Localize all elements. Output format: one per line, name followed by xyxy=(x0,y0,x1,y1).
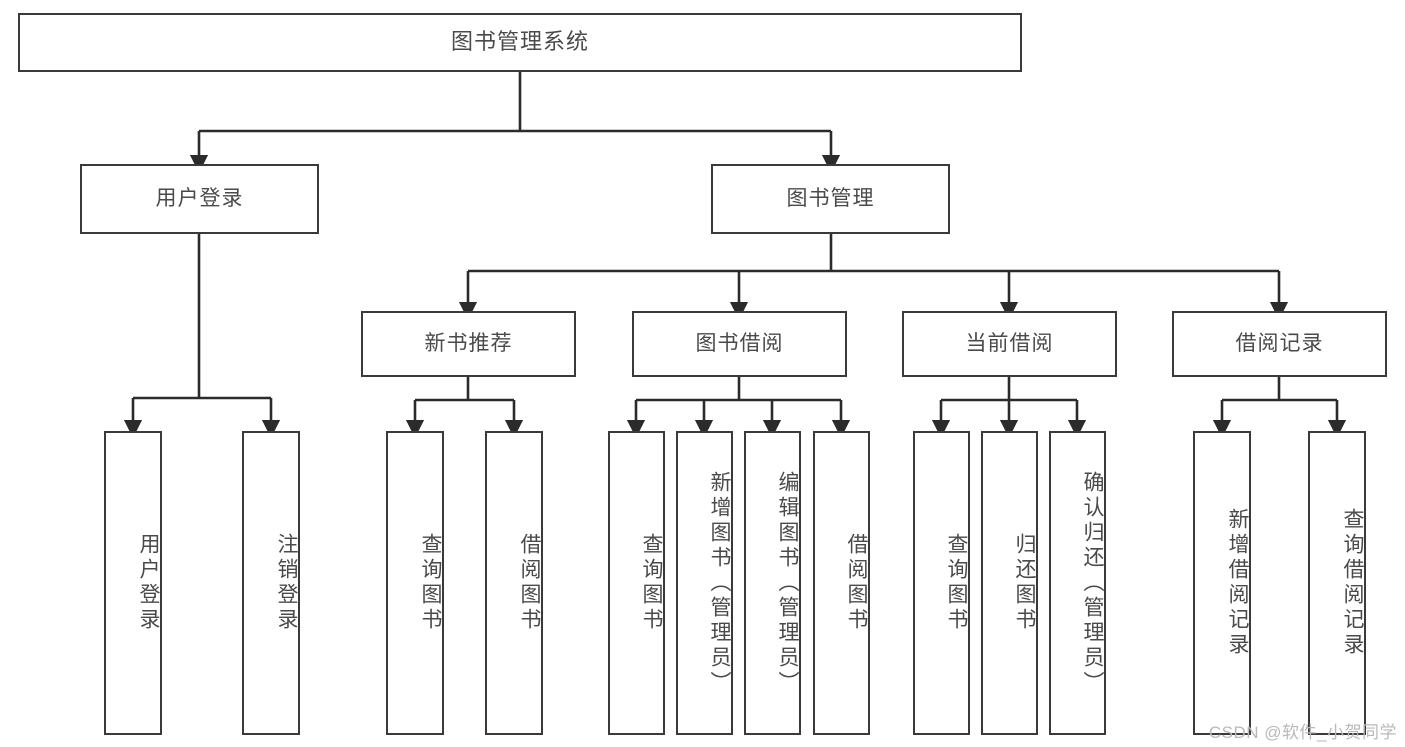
node-leaf-borrow-book-recommend-label: 借阅图书 xyxy=(518,533,541,633)
node-book-management[interactable]: 图书管理 xyxy=(711,164,950,234)
node-leaf-query-book-borrow-label: 查询图书 xyxy=(640,533,663,633)
node-leaf-user-logout-label: 注销登录 xyxy=(275,533,298,633)
node-leaf-borrow-book-recommend[interactable]: 借阅图书 xyxy=(485,431,543,735)
node-leaf-return-book-label: 归还图书 xyxy=(1013,533,1036,633)
node-leaf-borrow-book[interactable]: 借阅图书 xyxy=(813,431,870,735)
node-leaf-edit-book[interactable]: 编辑图书（管理员） xyxy=(744,431,801,735)
node-leaf-return-book[interactable]: 归还图书 xyxy=(981,431,1038,735)
node-leaf-user-logout[interactable]: 注销登录 xyxy=(242,431,300,735)
node-leaf-query-book-current-label: 查询图书 xyxy=(945,533,968,633)
node-new-book-recommend[interactable]: 新书推荐 xyxy=(361,311,576,377)
node-leaf-query-borrow-record-label: 查询借阅记录 xyxy=(1341,508,1364,658)
node-leaf-query-book-borrow[interactable]: 查询图书 xyxy=(608,431,665,735)
node-leaf-confirm-return[interactable]: 确认归还（管理员） xyxy=(1049,431,1106,735)
node-leaf-add-borrow-record-label: 新增借阅记录 xyxy=(1226,508,1249,658)
node-leaf-add-book[interactable]: 新增图书（管理员） xyxy=(676,431,733,735)
node-leaf-query-book-recommend[interactable]: 查询图书 xyxy=(386,431,444,735)
node-leaf-add-book-label: 新增图书（管理员） xyxy=(708,470,731,696)
node-leaf-query-book-recommend-label: 查询图书 xyxy=(419,533,442,633)
node-current-borrow[interactable]: 当前借阅 xyxy=(902,311,1117,377)
node-leaf-borrow-book-label: 借阅图书 xyxy=(845,533,868,633)
node-root-system[interactable]: 图书管理系统 xyxy=(18,13,1022,72)
node-user-login[interactable]: 用户登录 xyxy=(80,164,319,234)
node-borrow-record[interactable]: 借阅记录 xyxy=(1172,311,1387,377)
node-leaf-query-book-current[interactable]: 查询图书 xyxy=(913,431,970,735)
node-leaf-edit-book-label: 编辑图书（管理员） xyxy=(776,470,799,696)
node-leaf-user-login[interactable]: 用户登录 xyxy=(104,431,162,735)
node-leaf-add-borrow-record[interactable]: 新增借阅记录 xyxy=(1193,431,1251,735)
node-leaf-confirm-return-label: 确认归还（管理员） xyxy=(1081,470,1104,696)
node-leaf-query-borrow-record[interactable]: 查询借阅记录 xyxy=(1308,431,1366,735)
node-leaf-user-login-label: 用户登录 xyxy=(137,533,160,633)
node-book-borrow[interactable]: 图书借阅 xyxy=(632,311,847,377)
